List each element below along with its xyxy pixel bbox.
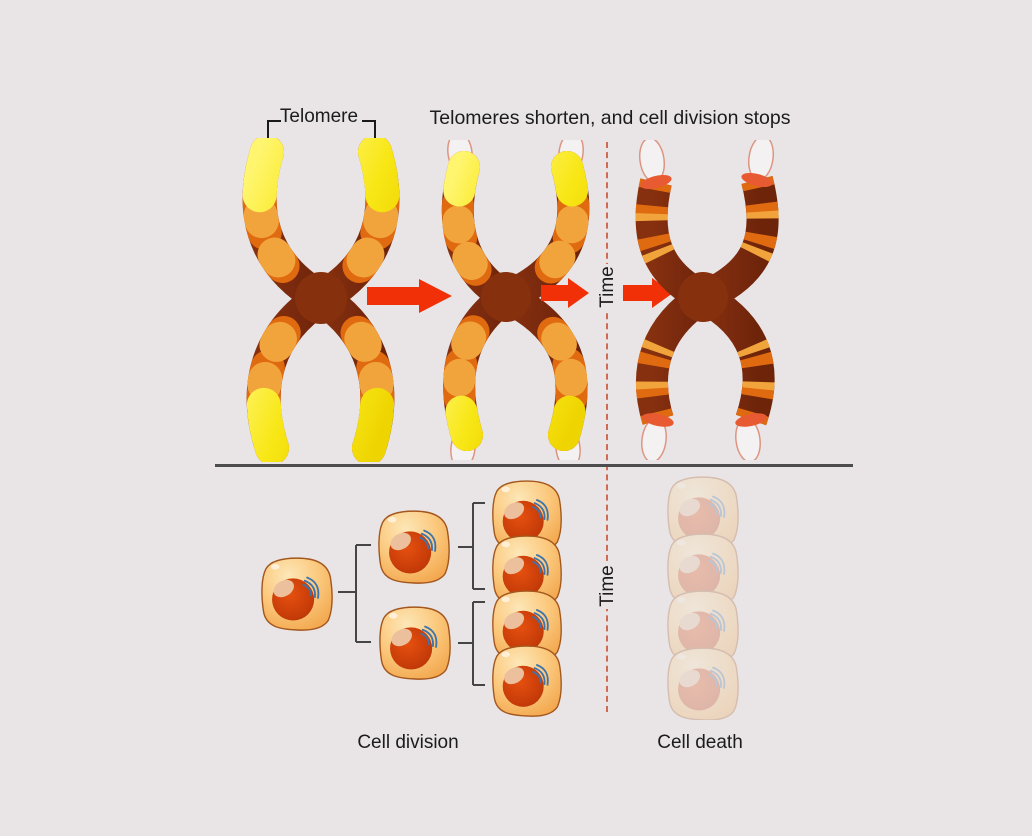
telomere-caps-short [441, 151, 590, 451]
cell-death-column [666, 476, 740, 720]
chromosome-shortened-telomeres [441, 140, 590, 460]
centromere [678, 272, 728, 322]
arrow-right-icon [541, 278, 589, 308]
dead-cell [666, 647, 740, 720]
arrow-right-icon [367, 279, 452, 313]
section-divider-line [215, 464, 853, 467]
cell-division-label: Cell division [357, 732, 459, 753]
cell [260, 557, 334, 632]
chromosome-lost-telomeres [635, 140, 779, 460]
telomere-caps-full [242, 138, 400, 462]
lost-telomere-outlines [638, 140, 775, 460]
time-label-bottom: Time [593, 563, 623, 609]
cell-death-label: Cell death [657, 732, 743, 753]
time-label-top: Time [593, 264, 623, 310]
centromere [481, 272, 531, 322]
cell [377, 510, 451, 585]
cell [491, 645, 563, 718]
telomere-label: Telomere [279, 106, 359, 127]
division-branch-lines [338, 502, 485, 686]
centromere [295, 272, 347, 324]
cell [378, 606, 452, 681]
chromosome-full-telomeres [242, 138, 400, 462]
diagram-title: Telomeres shorten, and cell division sto… [429, 107, 791, 129]
arrow-right-icon [623, 278, 673, 308]
cell-division-diagram [260, 480, 563, 718]
time-axis-dashed-line [606, 142, 608, 712]
dead-cells [666, 476, 740, 720]
exposed-chromosome-tips [640, 173, 773, 427]
